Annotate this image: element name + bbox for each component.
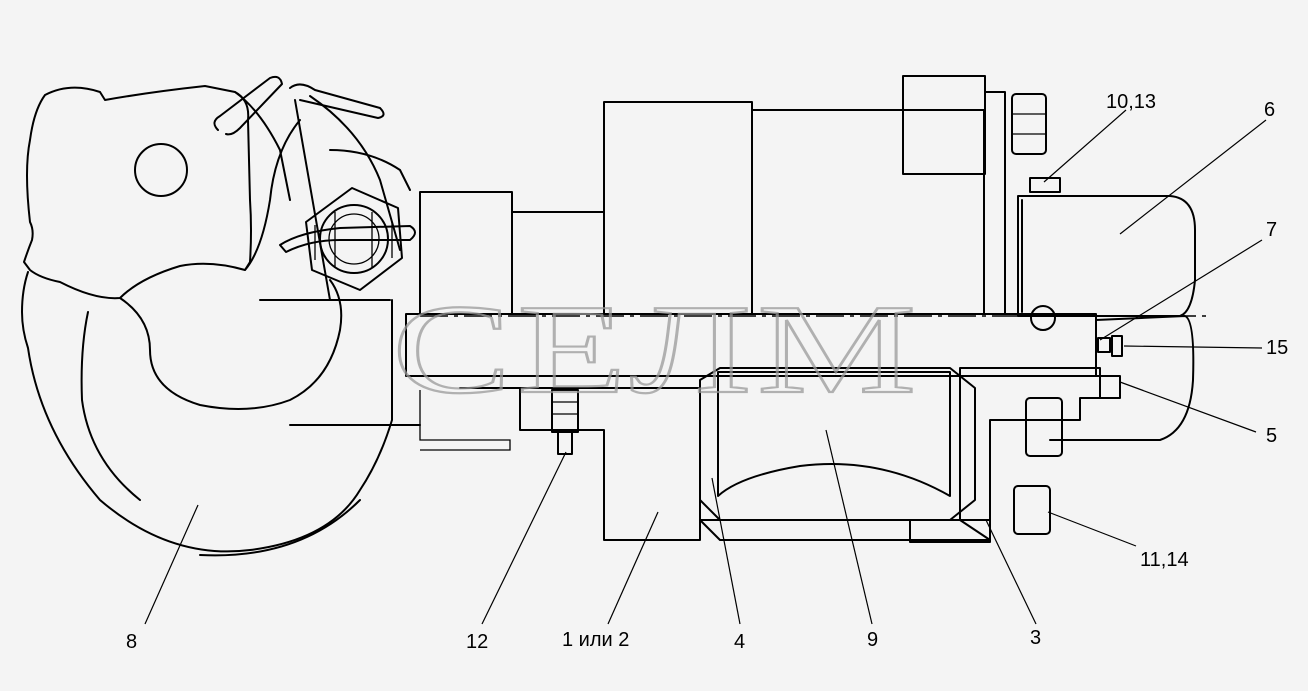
callout-8: 8 (126, 631, 137, 653)
hook-body (21, 75, 421, 557)
callout-15: 15 (1266, 337, 1288, 359)
callout-7: 7 (1266, 219, 1277, 241)
callout-9: 9 (867, 629, 878, 651)
callout-5: 5 (1266, 425, 1277, 447)
callout-10-13: 10,13 (1106, 91, 1156, 113)
upper-housing (419, 75, 1196, 331)
callout-12: 12 (466, 631, 488, 653)
callout-1-or-2: 1 или 2 (562, 629, 629, 651)
callout-6: 6 (1264, 99, 1275, 121)
leader-lines (144, 109, 1267, 625)
callout-3: 3 (1030, 627, 1041, 649)
lower-section (405, 313, 1195, 543)
watermark-text: СЕЛМ (392, 278, 922, 420)
castle-nut (279, 187, 416, 291)
callout-4: 4 (734, 631, 745, 653)
callout-11-14: 11,14 (1140, 549, 1189, 571)
